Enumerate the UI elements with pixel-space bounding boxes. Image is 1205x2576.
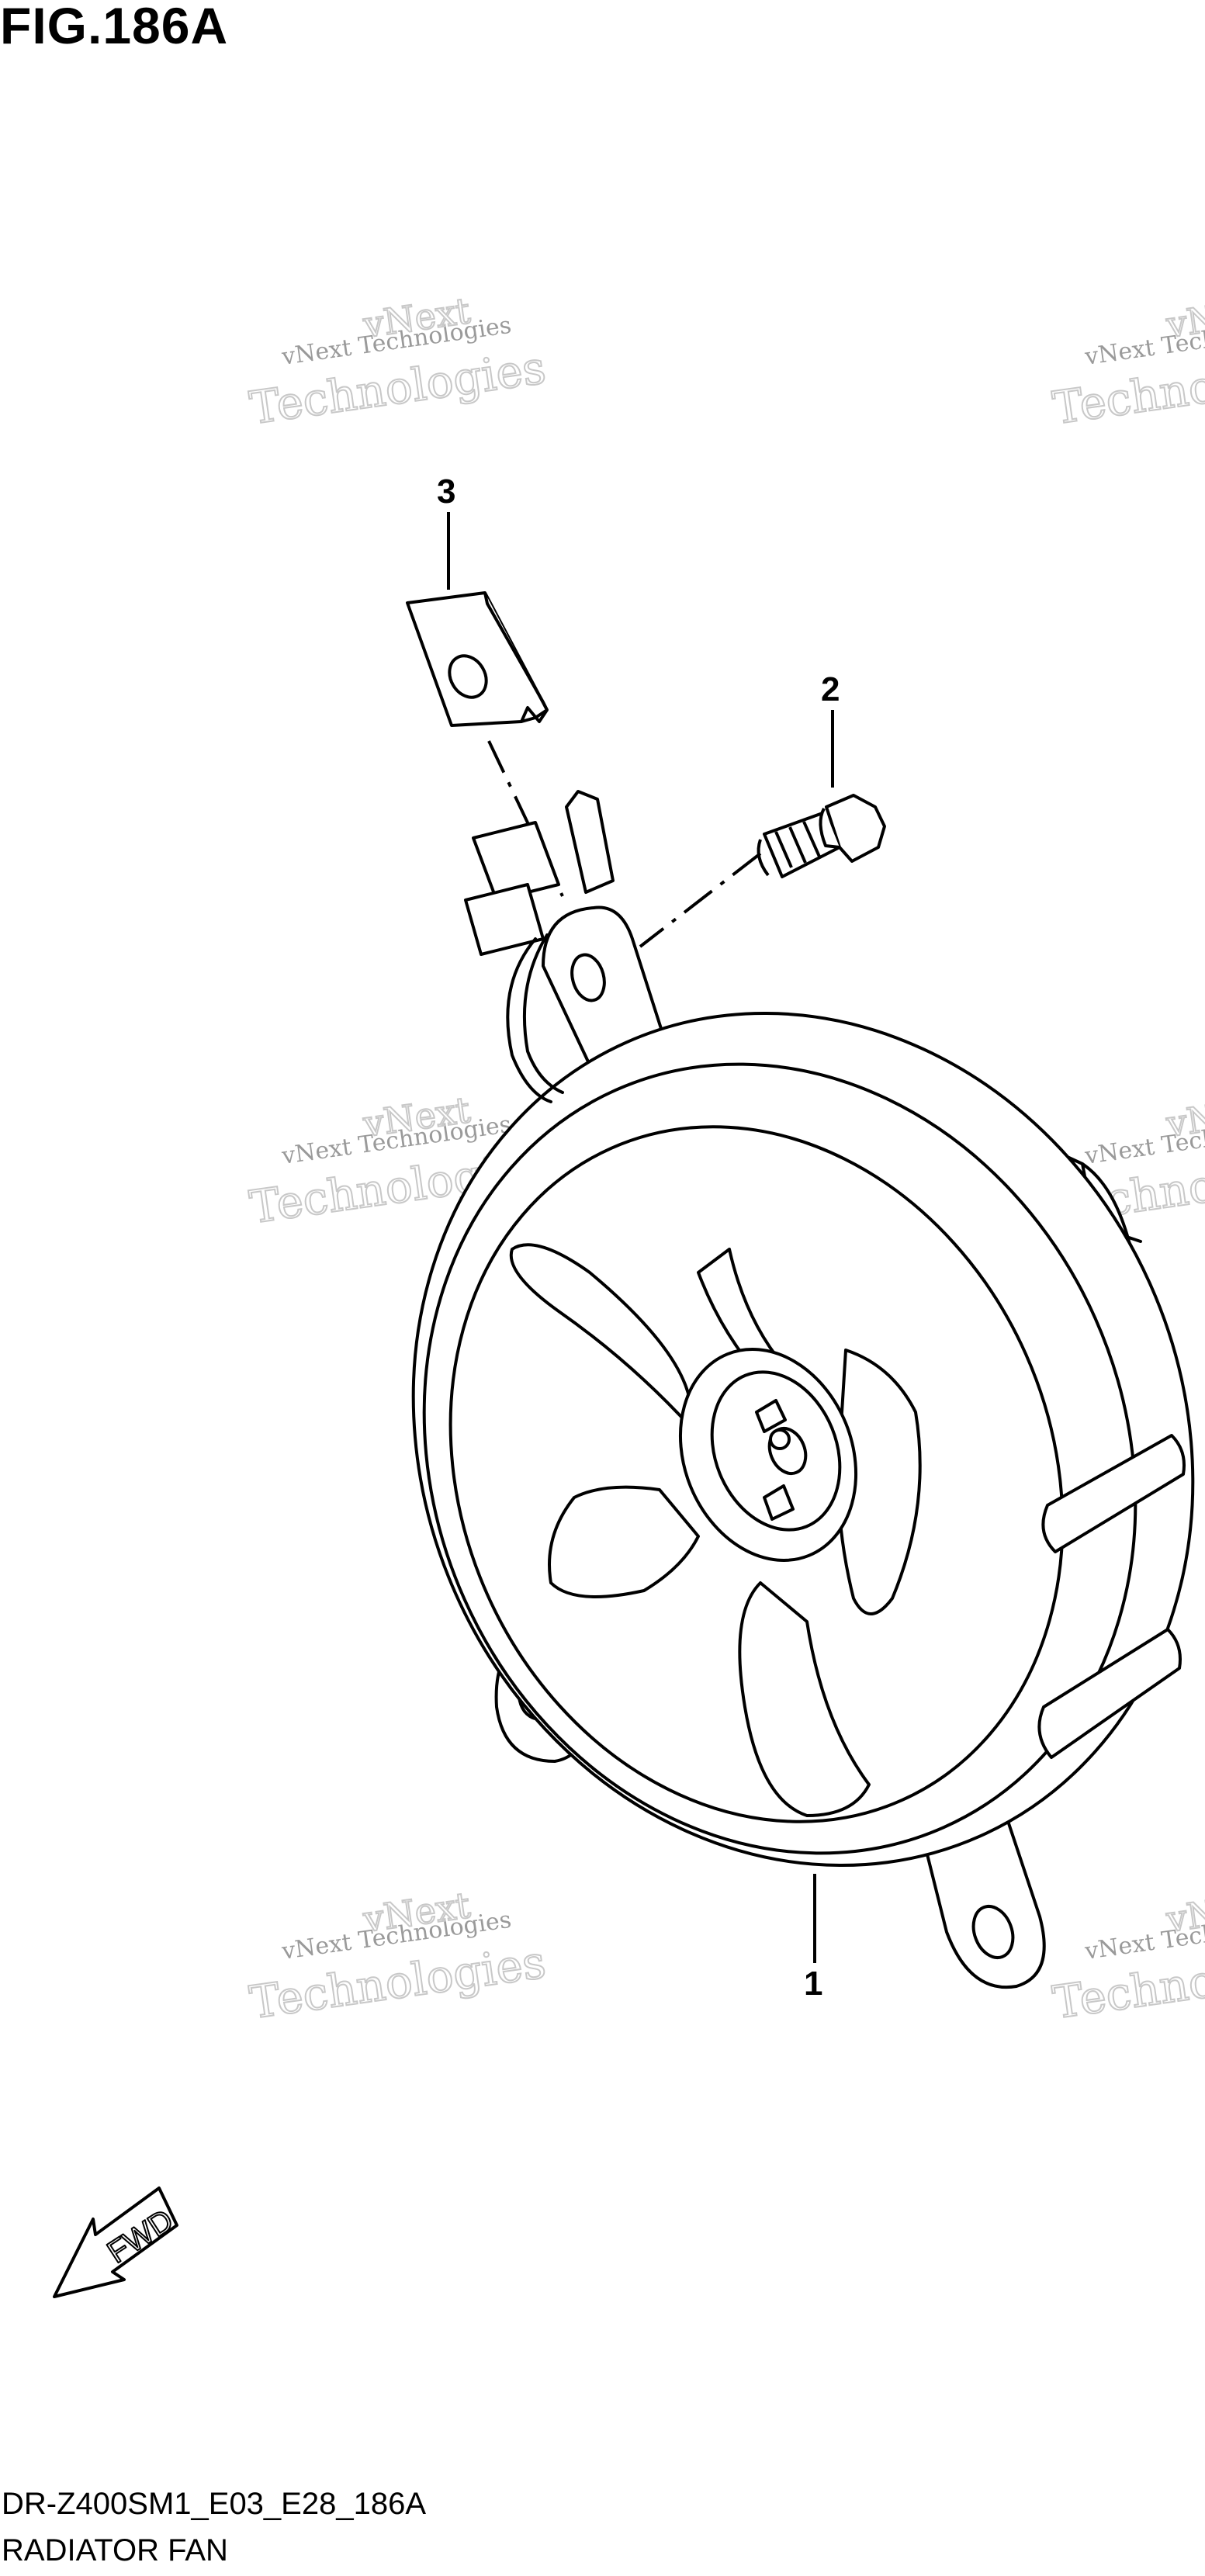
callout-1: 1 <box>804 1965 823 2003</box>
watermark: vNext Technologies vNext Technologies <box>246 289 550 435</box>
part-2-bolt <box>757 794 886 878</box>
fwd-direction-arrow: FWD <box>53 2186 180 2298</box>
watermark: vNext Technologies vNext Technologies <box>246 1883 550 2030</box>
callout-3: 3 <box>437 473 456 511</box>
svg-text:vNext: vNext <box>1163 289 1205 346</box>
watermark: vNext Technologies vNext Technologies <box>1049 1883 1205 2030</box>
figure-name: RADIATOR FAN <box>2 2533 228 2567</box>
figure-title: FIG.186A <box>0 0 229 54</box>
figure-code: DR-Z400SM1_E03_E28_186A <box>2 2487 427 2521</box>
part-3-clip <box>406 591 549 727</box>
part-1-radiator-fan <box>411 790 1195 1989</box>
svg-text:vNext: vNext <box>1163 1089 1205 1145</box>
watermark: vNext Technologies vNext Technologies <box>1049 289 1205 435</box>
callout-leaders <box>447 512 834 1963</box>
callout-2: 2 <box>821 670 840 708</box>
svg-text:vNext: vNext <box>1163 1884 1205 1941</box>
